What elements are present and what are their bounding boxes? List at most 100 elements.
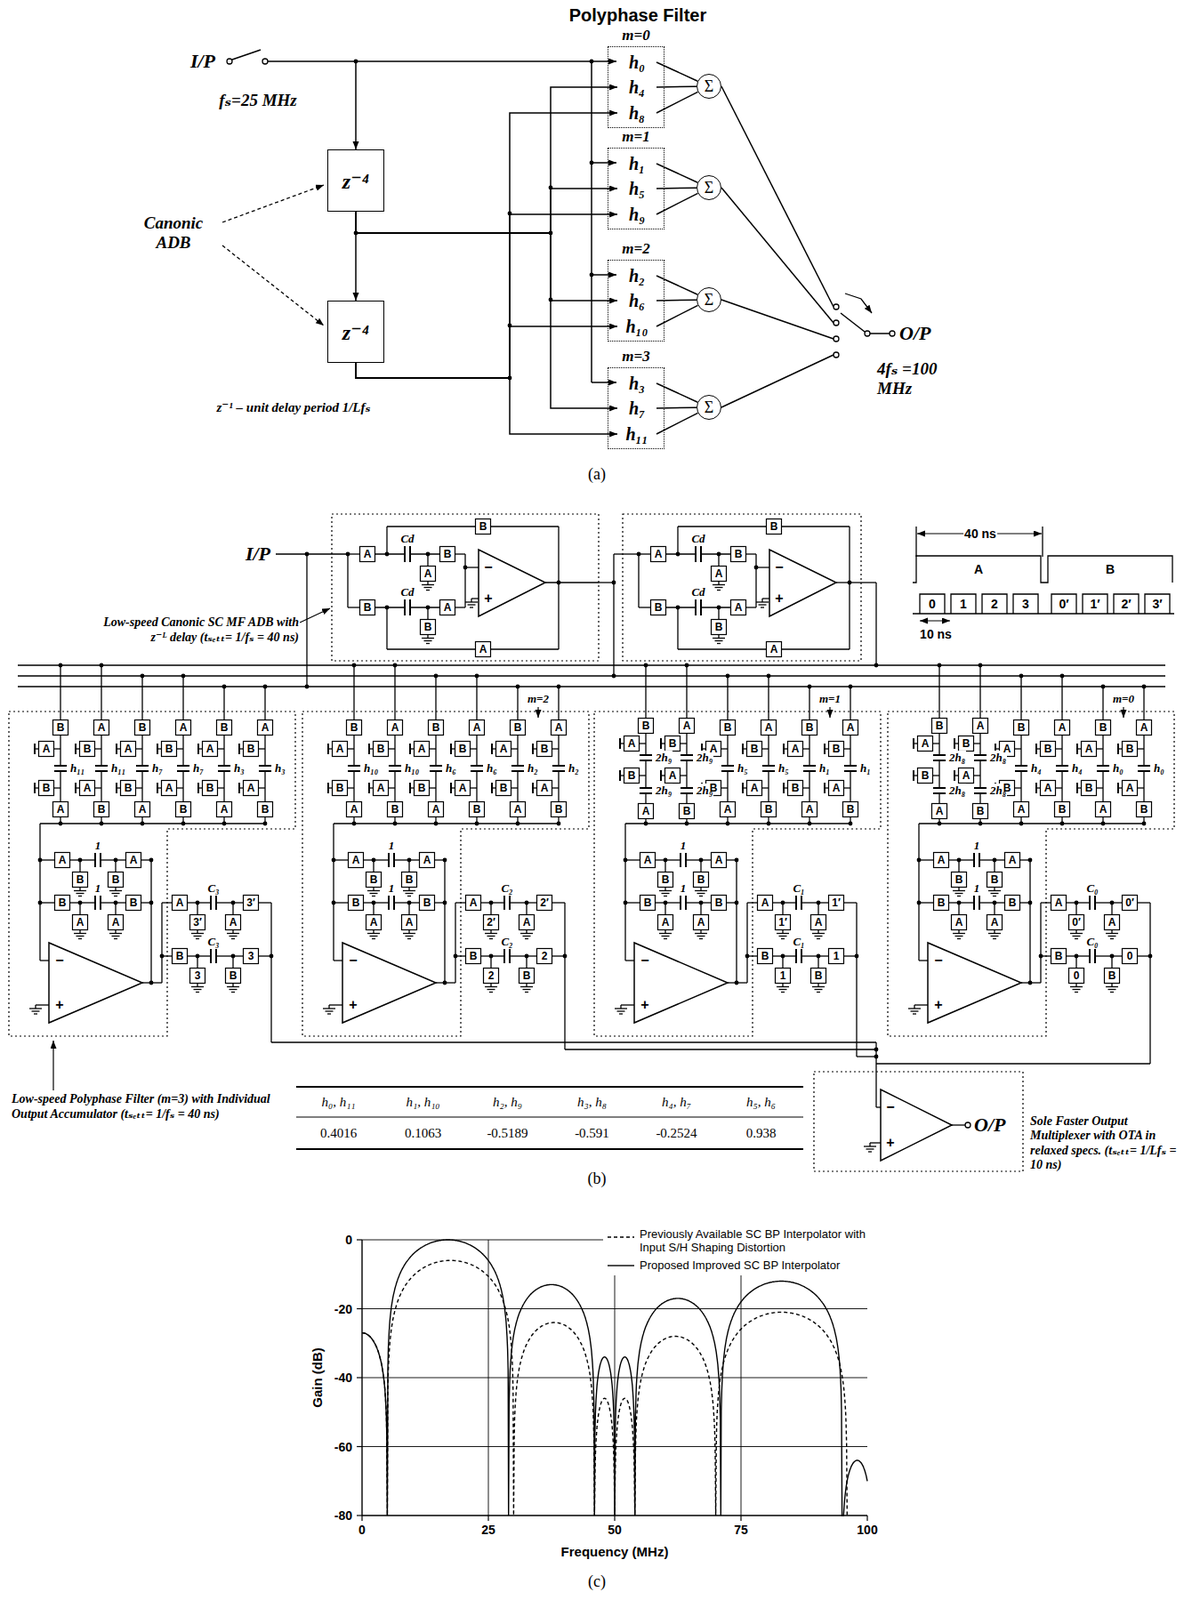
switch-box [402, 915, 418, 931]
wire [489, 938, 493, 940]
switch-box [1014, 720, 1030, 736]
switch-box [120, 781, 137, 797]
switch-label: A [1044, 781, 1053, 795]
legend-sample [607, 1264, 635, 1266]
switch-label: A [683, 719, 692, 733]
opamp-symbol [769, 549, 837, 617]
wire [655, 859, 682, 861]
switch-label: B [724, 721, 733, 734]
wire [951, 1124, 966, 1126]
switch-label: B [555, 803, 564, 816]
wire [1102, 686, 1104, 721]
switch-box [217, 720, 233, 736]
junction-dot [222, 821, 227, 827]
switch-label: A [661, 916, 670, 929]
wire [523, 935, 532, 937]
switch-label: A [750, 781, 759, 795]
switch-box [766, 519, 782, 535]
switch-label: A [499, 742, 508, 756]
wire [193, 989, 202, 991]
switch-label: A [423, 853, 432, 867]
wire [347, 553, 361, 555]
switch-box [1005, 853, 1021, 869]
switch-label: B [370, 873, 379, 886]
capacitor-label: h₃ [273, 761, 287, 776]
wire [779, 989, 788, 991]
wire [195, 991, 200, 993]
delay-box: z⁻⁴ [327, 300, 385, 363]
switch-box [176, 720, 192, 736]
junction-dot [684, 821, 690, 827]
switch-label: A [791, 742, 800, 756]
wire [637, 554, 639, 608]
wire [988, 890, 1001, 892]
switch-box [720, 802, 736, 818]
wire [95, 765, 108, 767]
dotted-frame [331, 514, 599, 661]
junction-dot [442, 981, 448, 986]
wire [238, 743, 241, 755]
wire [347, 748, 355, 750]
junction-dot [754, 565, 759, 571]
note: Sole Faster Output Multiplexer with OTA … [1029, 1114, 1184, 1173]
wire [258, 765, 272, 767]
note: Low-speed Canonic SC MF ADB with z⁻ᴸ del… [102, 615, 300, 645]
switch-box [387, 720, 403, 736]
junction-dot [1110, 954, 1115, 959]
wire [347, 606, 361, 608]
wire [394, 735, 395, 767]
switch-box [537, 949, 553, 965]
capacitor-label: h₁ [859, 761, 872, 776]
wire [488, 1240, 490, 1516]
wire [296, 1117, 804, 1119]
wire [531, 743, 534, 755]
junction-dot [195, 901, 201, 906]
wire [955, 935, 964, 937]
switch-box [243, 741, 259, 758]
wire [762, 770, 775, 773]
wire [557, 686, 559, 721]
switch-label: B [1058, 803, 1067, 816]
wire [356, 1377, 363, 1378]
switch-label: A [179, 721, 188, 734]
wire [685, 733, 687, 757]
switch-box [802, 720, 818, 736]
switch-label: B [1055, 950, 1064, 963]
wire [762, 748, 770, 750]
switch-box [1055, 802, 1071, 818]
switch-label: B [76, 873, 85, 886]
wire [740, 1240, 742, 1516]
wire [918, 902, 935, 903]
axis-tick: 75 [732, 1522, 750, 1538]
switch-box [731, 547, 747, 563]
switch-box [135, 802, 151, 818]
coefficient-tap: h₁ [617, 153, 657, 175]
opamp-sign: + [54, 997, 65, 1014]
wire [450, 743, 452, 755]
wire [59, 665, 61, 721]
switch-box [811, 915, 827, 931]
switch-box [126, 895, 142, 911]
switch-label: B [350, 721, 359, 734]
wire [353, 735, 355, 767]
wire [421, 584, 435, 586]
switch-label: B [734, 547, 743, 561]
switch-label: A [405, 916, 414, 929]
capacitor-label: h₂ [526, 761, 540, 776]
wire [953, 770, 956, 782]
wire [1105, 933, 1119, 935]
wire [844, 765, 857, 767]
wire [620, 1004, 635, 1006]
wire [217, 787, 226, 789]
wire [333, 902, 349, 903]
capacitor-label: h₇ [151, 761, 164, 776]
wire [756, 601, 769, 603]
wire [563, 902, 565, 1050]
switch-label: B [770, 520, 779, 533]
junction-dot [489, 901, 494, 906]
wire [721, 299, 834, 339]
wire [869, 1142, 881, 1144]
junction-dot [453, 954, 459, 959]
switch-box [829, 949, 845, 965]
wire [509, 955, 538, 957]
